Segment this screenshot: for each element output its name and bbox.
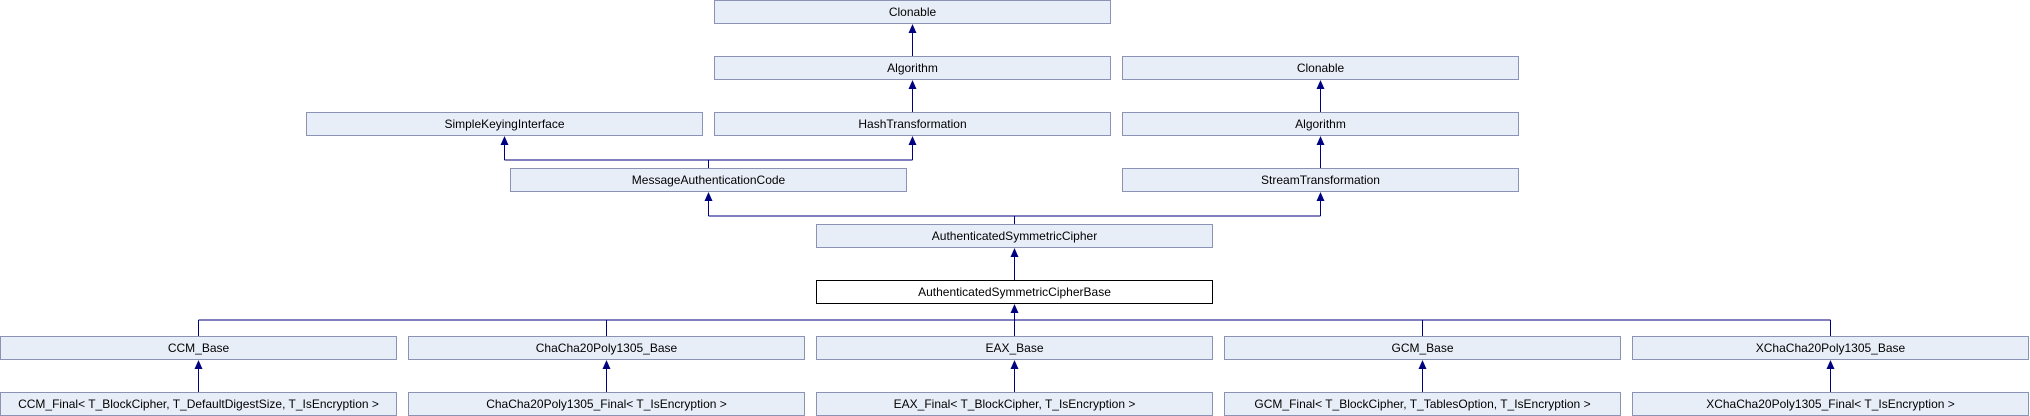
node-authenticated-symmetric-cipher[interactable]: AuthenticatedSymmetricCipher: [816, 224, 1213, 248]
edge-arrow-message_authentication_code-hash_transformation: [908, 136, 917, 145]
node-gcm-final[interactable]: GCM_Final< T_BlockCipher, T_TablesOption…: [1224, 392, 1621, 416]
node-clonable-2[interactable]: Clonable: [1122, 56, 1519, 80]
node-xchacha20poly1305-final[interactable]: XChaCha20Poly1305_Final< T_IsEncryption …: [1632, 392, 2029, 416]
node-stream-transformation[interactable]: StreamTransformation: [1122, 168, 1519, 192]
edge-arrow-bases: [1010, 304, 1019, 313]
edge-arrow-authenticated_symmetric_cipher-message_authentication_code: [704, 192, 713, 201]
node-chacha20poly1305-base[interactable]: ChaCha20Poly1305_Base: [408, 336, 805, 360]
node-gcm-base[interactable]: GCM_Base: [1224, 336, 1621, 360]
node-ccm-final[interactable]: CCM_Final< T_BlockCipher, T_DefaultDiges…: [0, 392, 397, 416]
edge-arrow-algorithm_2: [1316, 80, 1325, 89]
edge-arrow-ccm_final: [194, 360, 203, 369]
edge-arrow-algorithm_1: [908, 24, 917, 33]
edge-arrow-authenticated_symmetric_cipher-stream_transformation: [1316, 192, 1325, 201]
edge-arrow-message_authentication_code-simple_keying_interface: [500, 136, 509, 145]
node-hash-transformation[interactable]: HashTransformation: [714, 112, 1111, 136]
edge-arrow-hash_transformation: [908, 80, 917, 89]
edge-arrow-authenticated_symmetric_cipher_base: [1010, 248, 1019, 257]
node-simple-keying-interface[interactable]: SimpleKeyingInterface: [306, 112, 703, 136]
node-clonable-1[interactable]: Clonable: [714, 0, 1111, 24]
node-authenticated-symmetric-cipher-base: AuthenticatedSymmetricCipherBase: [816, 280, 1213, 304]
edge-arrow-chacha_final: [602, 360, 611, 369]
node-eax-base[interactable]: EAX_Base: [816, 336, 1213, 360]
edge-arrow-stream_transformation: [1316, 136, 1325, 145]
node-chacha20poly1305-final[interactable]: ChaCha20Poly1305_Final< T_IsEncryption >: [408, 392, 805, 416]
edge-arrow-xchacha_final: [1826, 360, 1835, 369]
edge-arrow-eax_final: [1010, 360, 1019, 369]
node-message-authentication-code[interactable]: MessageAuthenticationCode: [510, 168, 907, 192]
node-xchacha20poly1305-base[interactable]: XChaCha20Poly1305_Base: [1632, 336, 2029, 360]
node-algorithm-1[interactable]: Algorithm: [714, 56, 1111, 80]
node-ccm-base[interactable]: CCM_Base: [0, 336, 397, 360]
node-algorithm-2[interactable]: Algorithm: [1122, 112, 1519, 136]
edge-arrow-gcm_final: [1418, 360, 1427, 369]
node-eax-final[interactable]: EAX_Final< T_BlockCipher, T_IsEncryption…: [816, 392, 1213, 416]
